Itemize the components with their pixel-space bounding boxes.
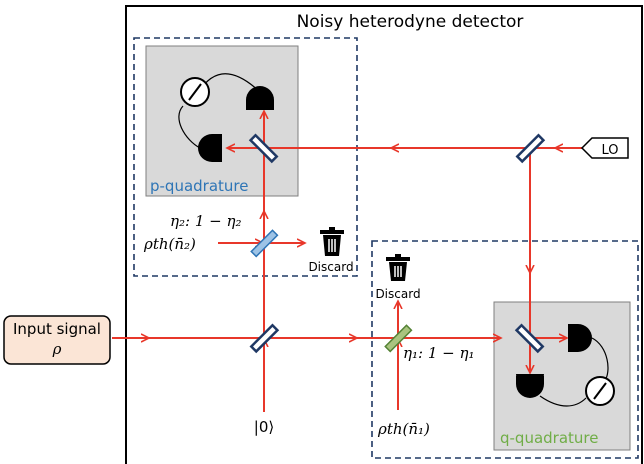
beam-splitter-q [514, 323, 545, 354]
photodetector-icon [246, 86, 274, 110]
p-quadrature-panel [145, 45, 299, 197]
p-quadrature-dashed-box [133, 37, 358, 277]
trash-bin-icon [386, 254, 410, 281]
q-quadrature-panel [493, 301, 631, 451]
input-signal-label: Input signal [13, 320, 101, 338]
laser-beams [112, 112, 582, 412]
trash-bin-icon [320, 227, 344, 256]
eta2-ratio-label: η₂: 1 − η₂ [170, 212, 241, 230]
p-quadrature-label: p-quadrature [150, 177, 249, 195]
beam-splitter-lo [515, 133, 546, 164]
rho-th2-label: ρth(n̄₂) [143, 235, 196, 253]
diagram-title: Noisy heterodyne detector [297, 12, 524, 32]
discard-label-top: Discard [308, 260, 353, 274]
beam-splitter-eta1 [384, 324, 413, 353]
q-quadrature-dashed-box [371, 240, 639, 459]
beam-splitter-p [248, 133, 279, 164]
beam-splitter-input [249, 323, 280, 354]
photodetector-icon [198, 134, 222, 162]
meter-needle [593, 382, 607, 400]
detector-frame [125, 5, 643, 464]
meter-needle [188, 83, 202, 101]
photodetector-icon [516, 376, 544, 398]
beam-splitter-eta2 [250, 229, 279, 258]
discard-label-bottom: Discard [375, 287, 420, 301]
input-signal-box [3, 315, 111, 365]
q-quadrature-label: q-quadrature [500, 429, 599, 447]
lo-source [580, 137, 629, 159]
photodetector-icon [568, 324, 592, 352]
eta1-ratio-label: η₁: 1 − η₁ [403, 344, 474, 362]
input-signal-rho: ρ [52, 340, 62, 358]
lo-label: LO [601, 143, 618, 158]
rho-th1-label: ρth(n̄₁) [377, 420, 430, 438]
vacuum-state-label: |0⟩ [254, 418, 274, 436]
